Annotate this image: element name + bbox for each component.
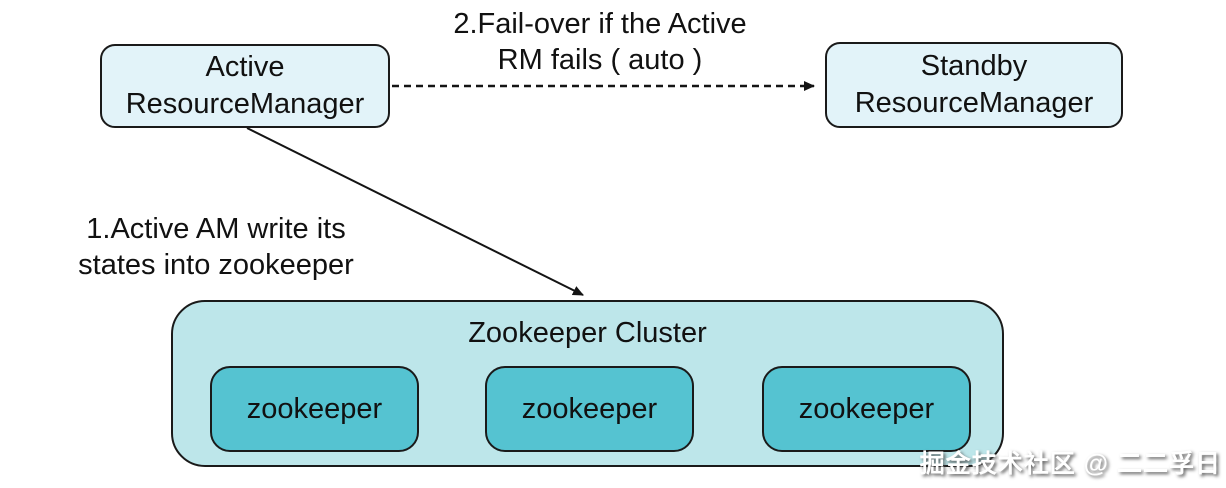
watermark: 掘金技术社区 @ 二二孚日 — [919, 450, 1221, 478]
zookeeper-cluster: Zookeeper Cluster zookeeper zookeeper zo… — [171, 300, 1004, 467]
zookeeper-node-1-label: zookeeper — [246, 392, 383, 425]
active-resourcemanager-label: Active ResourceManager — [125, 51, 365, 120]
zookeeper-cluster-title: Zookeeper Cluster — [468, 317, 707, 349]
zookeeper-node-2-label: zookeeper — [521, 392, 658, 425]
failover-label: 2.Fail-over if the Active RM fails ( aut… — [453, 8, 747, 76]
active-resourcemanager-node: Active ResourceManager — [100, 44, 390, 128]
zookeeper-node-3: zookeeper — [762, 366, 971, 452]
write-states-label: 1.Active AM write its states into zookee… — [78, 213, 354, 281]
zookeeper-node-3-label: zookeeper — [798, 392, 935, 425]
standby-resourcemanager-node: Standby ResourceManager — [825, 42, 1123, 128]
zookeeper-node-1: zookeeper — [210, 366, 419, 452]
standby-resourcemanager-label: Standby ResourceManager — [854, 50, 1094, 119]
zookeeper-node-2: zookeeper — [485, 366, 694, 452]
